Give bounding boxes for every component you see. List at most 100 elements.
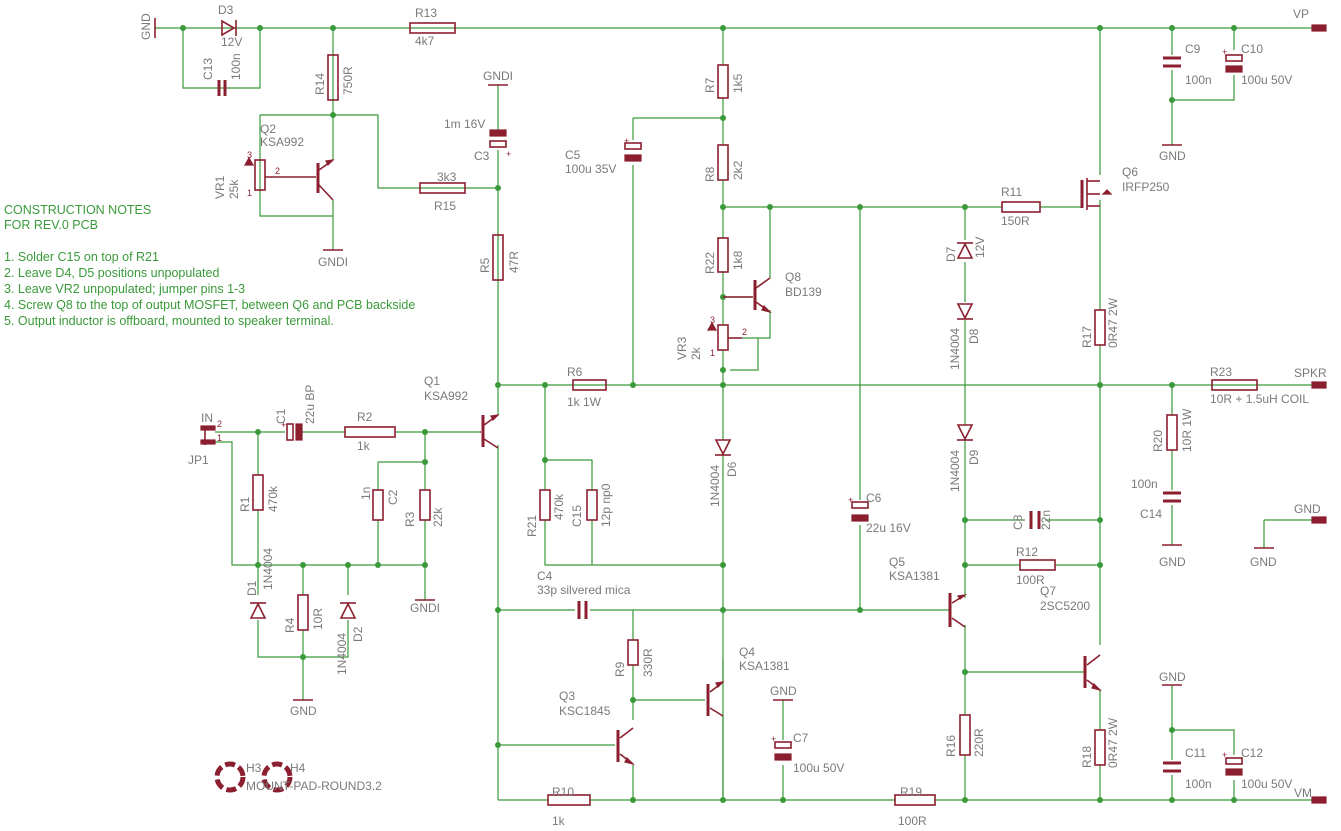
svg-text:+: + bbox=[624, 136, 629, 146]
val-r17: 0R47 2W bbox=[1106, 297, 1120, 348]
val-r23: 10R + 1.5uH COIL bbox=[1210, 392, 1309, 406]
val-q1: KSA992 bbox=[424, 389, 468, 403]
val-r7: 1k5 bbox=[731, 73, 745, 93]
notes-title-1: CONSTRUCTION NOTES bbox=[4, 203, 151, 217]
port-spkr bbox=[1311, 381, 1327, 389]
port-vm bbox=[1311, 796, 1327, 804]
ref-c10: C10 bbox=[1241, 42, 1263, 56]
val-c6: 22u 16V bbox=[866, 521, 911, 535]
resistor-r1 bbox=[252, 474, 264, 511]
val-r11: 150R bbox=[1001, 214, 1030, 228]
resistor-r22 bbox=[717, 237, 729, 273]
pin-numbers: 321 321 21 bbox=[217, 150, 747, 443]
resistor-r13 bbox=[409, 22, 456, 34]
val-r10: 1k bbox=[552, 814, 566, 828]
ref-d8: D8 bbox=[967, 328, 981, 344]
ref-r17: R17 bbox=[1080, 326, 1094, 348]
net-gndi-r3: GNDI bbox=[410, 601, 440, 615]
ref-r21: R21 bbox=[525, 515, 539, 537]
val-c15: 12p np0 bbox=[599, 483, 613, 527]
transistor-q8 bbox=[723, 277, 772, 314]
val-d6: 1N4004 bbox=[708, 465, 722, 507]
net-gndi-c3: GNDI bbox=[483, 69, 513, 83]
svg-text:1: 1 bbox=[217, 433, 222, 443]
ref-r4: R4 bbox=[283, 617, 297, 633]
val-c2: 1n bbox=[359, 487, 373, 500]
capacitor-c4 bbox=[577, 601, 588, 619]
val-r16: 220R bbox=[972, 728, 986, 757]
ref-r9: R9 bbox=[613, 661, 627, 677]
ref-c2: C2 bbox=[386, 489, 400, 505]
net-vp: VP bbox=[1293, 7, 1309, 21]
capacitors: + + + + + + + bbox=[217, 47, 1243, 776]
svg-text:2: 2 bbox=[742, 327, 747, 337]
val-r4: 10R bbox=[311, 608, 325, 630]
ref-d6: D6 bbox=[725, 461, 739, 477]
ref-q8: Q8 bbox=[785, 270, 801, 284]
val-c4: 33p silvered mica bbox=[537, 583, 631, 597]
svg-text:2: 2 bbox=[275, 166, 280, 176]
notes-title-2: FOR REV.0 PCB bbox=[4, 218, 98, 232]
net-jp1: JP1 bbox=[188, 453, 209, 467]
val-q7: 2SC5200 bbox=[1040, 599, 1090, 613]
capacitor-c8 bbox=[1029, 511, 1041, 529]
ref-vr3: VR3 bbox=[675, 336, 689, 360]
capacitor-c2 bbox=[372, 489, 384, 521]
ref-q4: Q4 bbox=[739, 645, 755, 659]
val-vr1: 25k bbox=[227, 179, 241, 199]
mount-pad-label: MOUNT-PAD-ROUND3.2 bbox=[246, 779, 382, 793]
capacitor-c14 bbox=[1163, 491, 1181, 503]
ref-r11: R11 bbox=[1001, 185, 1022, 199]
ref-r12: R12 bbox=[1016, 545, 1038, 559]
resistor-r23 bbox=[1211, 379, 1258, 391]
mosfet-q6 bbox=[1080, 178, 1113, 210]
note-item-3: 3. Leave VR2 unpopulated; jumper pins 1-… bbox=[4, 282, 245, 296]
resistor-r5 bbox=[492, 234, 504, 281]
ref-d2: D2 bbox=[351, 626, 365, 642]
diode-d2 bbox=[339, 602, 357, 619]
ref-q3: Q3 bbox=[559, 689, 575, 703]
capacitor-c7: + bbox=[771, 734, 792, 761]
ref-r19: R19 bbox=[900, 785, 922, 799]
svg-text:2: 2 bbox=[217, 419, 222, 429]
resistor-r2 bbox=[344, 426, 396, 438]
resistor-r19 bbox=[894, 794, 936, 806]
ref-r15: R15 bbox=[434, 199, 456, 213]
val-c3: 1m 16V bbox=[444, 117, 485, 131]
val-r1: 470k bbox=[266, 485, 280, 512]
val-r8: 2k2 bbox=[731, 160, 745, 180]
val-r21: 470k bbox=[552, 493, 566, 520]
net-in: IN bbox=[201, 411, 213, 425]
val-c11: 100n bbox=[1185, 777, 1212, 791]
val-c14: 100n bbox=[1131, 477, 1158, 491]
ref-c12: C12 bbox=[1241, 746, 1263, 760]
val-q6: IRFP250 bbox=[1122, 180, 1170, 194]
capacitor-c5: + bbox=[624, 136, 642, 162]
resistor-r20 bbox=[1166, 414, 1178, 451]
transistor-q4 bbox=[706, 681, 725, 717]
ref-r20: R20 bbox=[1151, 430, 1165, 452]
ref-c1: C1 bbox=[274, 408, 288, 424]
resistor-r11 bbox=[1001, 201, 1041, 213]
ref-q5: Q5 bbox=[889, 555, 905, 569]
ref-c4: C4 bbox=[537, 569, 553, 583]
note-item-1: 1. Solder C15 on top of R21 bbox=[4, 250, 159, 264]
ref-c7: C7 bbox=[793, 731, 809, 745]
val-d3: 12V bbox=[221, 35, 242, 49]
mounting-holes bbox=[214, 761, 293, 793]
ref-q6: Q6 bbox=[1122, 165, 1138, 179]
ref-c3: C3 bbox=[474, 149, 490, 163]
resistor-r15 bbox=[419, 182, 466, 194]
ref-d9: D9 bbox=[967, 449, 981, 465]
capacitor-c3: + bbox=[489, 129, 511, 159]
svg-text:1: 1 bbox=[247, 188, 252, 198]
diode-d9 bbox=[956, 424, 974, 441]
ref-r5: R5 bbox=[478, 257, 492, 273]
val-c8: 22n bbox=[1039, 510, 1053, 530]
val-r3: 22k bbox=[431, 507, 445, 527]
capacitor-c13 bbox=[217, 80, 227, 96]
jumper-jp1 bbox=[200, 425, 216, 445]
ref-vr1: VR1 bbox=[213, 175, 227, 199]
resistor-r18 bbox=[1094, 729, 1106, 766]
